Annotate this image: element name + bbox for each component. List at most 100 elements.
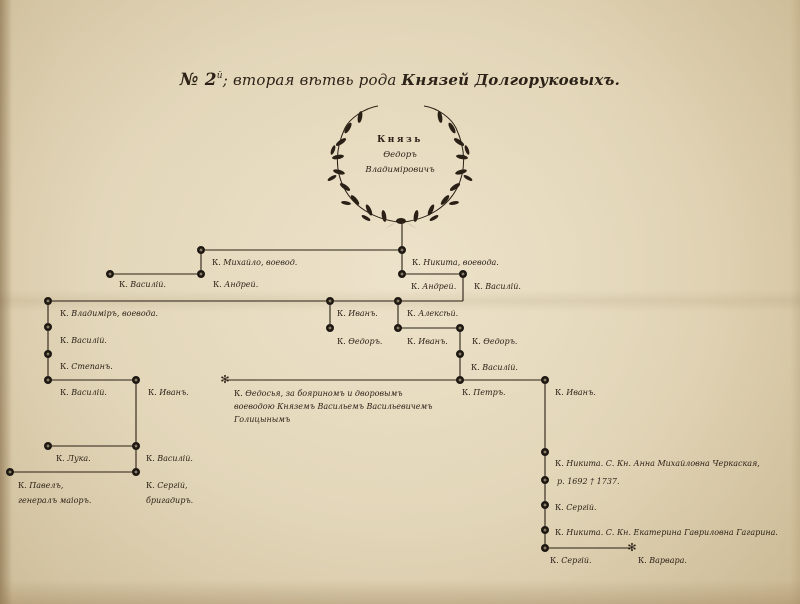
person-petr: К. Петръ.: [462, 388, 506, 398]
prefix: К.: [119, 280, 128, 289]
prefix: К.: [212, 258, 221, 267]
node-dot: [456, 324, 464, 332]
person-mikhailo: К. Михайло, воевод.: [212, 258, 297, 268]
person-nikita-b: К. Никита. С. Кн. Анна Михайловна Черкас…: [555, 459, 760, 487]
person-vladimir: К. Владиміръ, воевода.: [60, 309, 158, 319]
node-dot: [326, 324, 334, 332]
prefix: К.: [462, 388, 471, 397]
person-vasily-d: К. Василій.: [471, 363, 518, 373]
name: Андрей.: [224, 280, 259, 289]
prefix: К.: [234, 389, 243, 398]
name: Иванъ.: [159, 388, 189, 397]
name: Никита, воевода.: [423, 258, 499, 267]
node-dot: [456, 350, 464, 358]
node-dot: [44, 376, 52, 384]
prefix: К.: [412, 258, 421, 267]
person-ivan-b: К. Иванъ.: [407, 337, 448, 347]
person-pavel: К. Павелъ, генералъ маіоръ.: [18, 481, 91, 506]
node-dot: [459, 270, 467, 278]
person-vasily-a: К. Василій.: [119, 280, 166, 290]
person-vasily-e: К. Василій.: [60, 388, 107, 398]
prefix: К.: [60, 336, 69, 345]
name: Варвара.: [649, 556, 687, 565]
node-dot: [44, 350, 52, 358]
node-dot: [394, 297, 402, 305]
paper-edge-shadow: [0, 0, 12, 604]
name: Иванъ.: [348, 309, 378, 318]
person-fedor-a: К. Ѳедоръ.: [337, 337, 382, 347]
name: Степанъ.: [71, 362, 113, 371]
node-dot: [398, 270, 406, 278]
name: Сергій.: [566, 503, 597, 512]
person-vasily-b: К. Василій.: [474, 282, 521, 292]
prefix: К.: [146, 481, 155, 490]
name: Василій.: [71, 336, 107, 345]
name: Алексѣй.: [418, 309, 459, 318]
person-vasily-c: К. Василій.: [60, 336, 107, 346]
name: Павелъ,: [29, 481, 64, 490]
prefix: К.: [60, 362, 69, 371]
node-dot: [456, 376, 464, 384]
person-nikita-a: К. Никита, воевода.: [412, 258, 499, 268]
asterism-icon: ✻: [220, 373, 230, 386]
title-emphasis: Князей Долгоруковыхъ.: [401, 71, 621, 89]
prefix: К.: [471, 363, 480, 372]
person-fedor-b: К. Ѳедоръ.: [472, 337, 517, 347]
node-dot: [6, 468, 14, 476]
title-superscript: й: [216, 71, 223, 81]
person-aleksey: К. Алексѣй.: [407, 309, 458, 319]
person-sergey-c: К. Сергій.: [550, 556, 592, 566]
node-dot: [326, 297, 334, 305]
prefix: К.: [213, 280, 222, 289]
page-title: № 2й; вторая вѣтвь рода Князей Долгоруко…: [0, 70, 800, 90]
name: Василій.: [485, 282, 521, 291]
node-dot: [541, 526, 549, 534]
prefix: К.: [407, 309, 416, 318]
name: Никита. С. Кн. Екатерина Гавриловна Гага…: [566, 528, 778, 537]
note: бригадиръ.: [146, 496, 194, 505]
name: Ѳедоръ.: [483, 337, 518, 346]
name: Лука.: [67, 454, 91, 463]
node-dot: [541, 476, 549, 484]
name: Василій.: [157, 454, 193, 463]
note: генералъ маіоръ.: [18, 496, 92, 505]
person-sergey-b: К. Сергій.: [555, 503, 597, 513]
title-separator: ;: [222, 71, 233, 89]
prefix: К.: [550, 556, 559, 565]
node-dot: [132, 442, 140, 450]
prefix: К.: [407, 337, 416, 346]
node-dot: [394, 324, 402, 332]
person-nikita-c: К. Никита. С. Кн. Екатерина Гавриловна Г…: [555, 528, 778, 538]
node-dot: [541, 544, 549, 552]
name: Андрей.: [422, 282, 457, 291]
name: Василій.: [130, 280, 166, 289]
prefix: К.: [60, 309, 69, 318]
title-number: № 2: [179, 70, 217, 90]
prefix: К.: [555, 459, 564, 468]
root-patronymic: Владиміровичъ: [365, 165, 435, 175]
paper-bottom-shadow: [0, 580, 800, 604]
prefix: К.: [146, 454, 155, 463]
node-dot: [541, 448, 549, 456]
prefix: К.: [555, 388, 564, 397]
node-dot: [541, 501, 549, 509]
prefix: К.: [18, 481, 27, 490]
name: Сергій.: [561, 556, 592, 565]
name: Василій.: [71, 388, 107, 397]
name: Ѳедоръ.: [348, 337, 383, 346]
person-andrey-b: К. Андрей.: [411, 282, 456, 292]
laurel-leaves-icon: [327, 111, 473, 229]
person-varvara: К. Варвара.: [638, 556, 687, 566]
prefix: К.: [411, 282, 420, 291]
node-dot: [197, 246, 205, 254]
node-dot: [398, 246, 406, 254]
prefix: К.: [638, 556, 647, 565]
person-ivan-d: К. Иванъ.: [555, 388, 596, 398]
node-dot: [132, 468, 140, 476]
person-ivan-a: К. Иванъ.: [337, 309, 378, 319]
name: Иванъ.: [566, 388, 596, 397]
name: Сергій,: [157, 481, 188, 490]
prefix: К.: [60, 388, 69, 397]
node-dot: [541, 376, 549, 384]
